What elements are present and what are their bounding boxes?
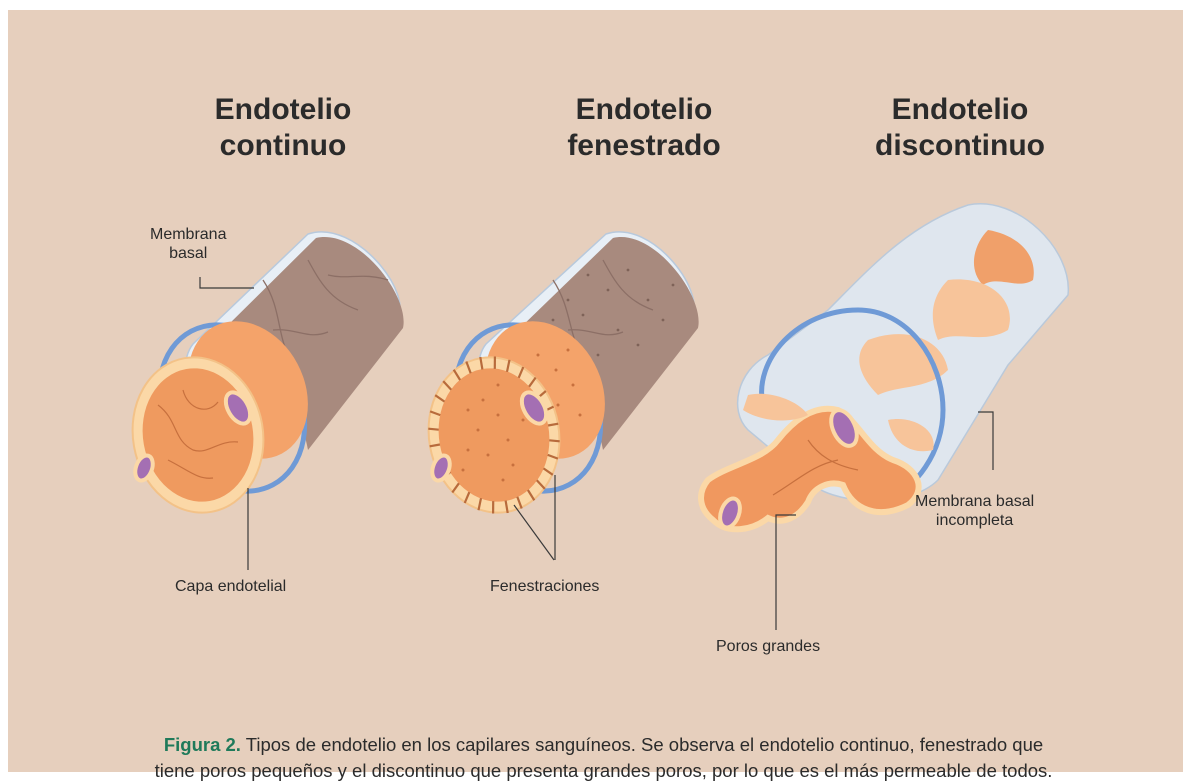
leader-membrana-basal	[200, 277, 254, 288]
figure-label: Figura 2.	[164, 734, 241, 755]
continuous-capillary	[120, 232, 403, 523]
caption-line-1: Tipos de endotelio en los capilares sang…	[246, 734, 1043, 755]
label-fenestraciones: Fenestraciones	[490, 577, 599, 596]
label-poros-grandes: Poros grandes	[716, 637, 820, 656]
fenestration-tick	[428, 429, 438, 430]
leader-fenestraciones-a	[514, 505, 554, 560]
leader-poros-grandes	[776, 515, 796, 630]
discontinuous-capillary	[701, 204, 1068, 530]
caption-line-2: tiene poros pequeños y el discontinuo qu…	[38, 758, 1169, 784]
fenestrated-capillary	[416, 232, 698, 523]
leader-membrana-incompleta	[978, 412, 993, 470]
fenestration-tick	[549, 440, 559, 441]
label-capa-endotelial: Capa endotelial	[175, 577, 286, 596]
figure-caption: Figura 2. Tipos de endotelio en los capi…	[38, 732, 1169, 784]
